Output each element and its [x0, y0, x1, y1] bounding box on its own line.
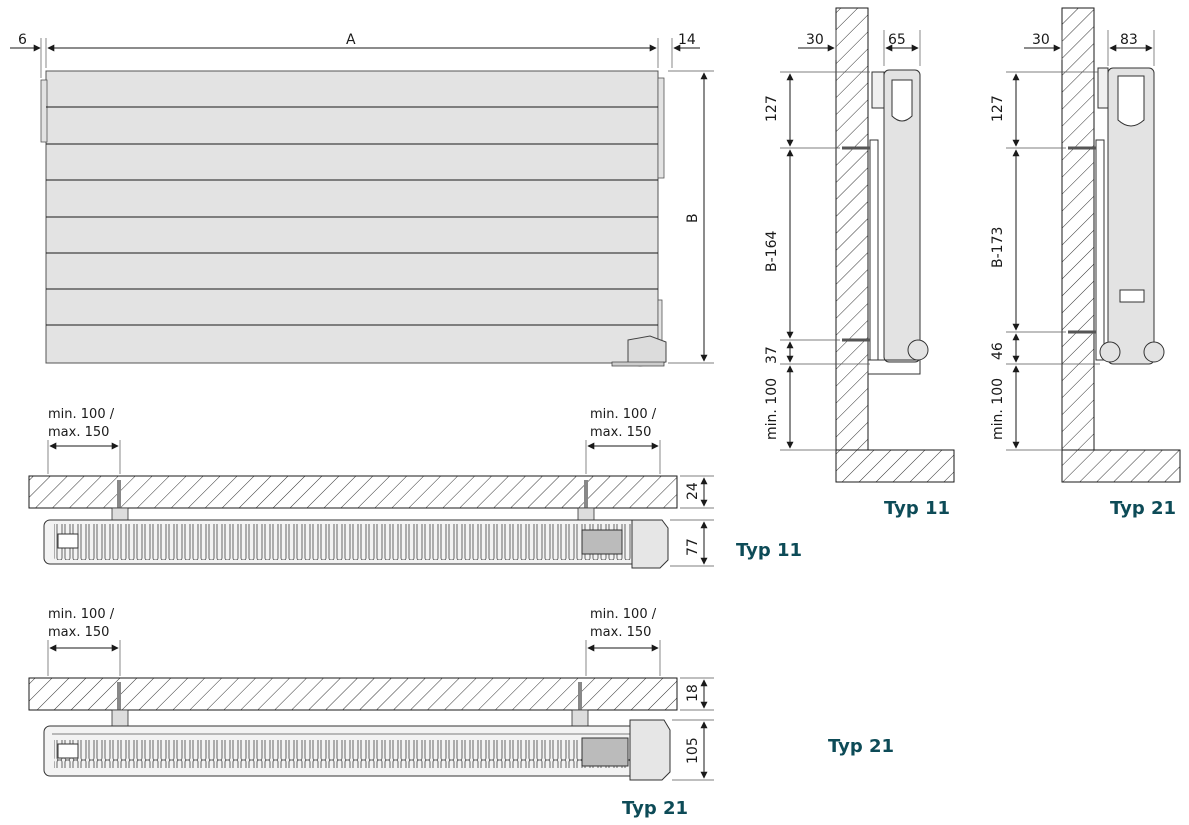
dim-right-offset: 14 — [678, 32, 696, 48]
dim-bottom-offset: 46 — [990, 342, 1006, 360]
dim-bracket-span: B-164 — [764, 231, 780, 272]
dim-wall-thickness: 18 — [685, 684, 701, 702]
wall-section — [28, 475, 678, 509]
side-view-typ21: 30 83 127 B-173 46 min. 100 — [990, 7, 1181, 483]
label-typ21-side: Typ 21 — [1110, 498, 1176, 519]
dim-height-b: B — [685, 213, 701, 223]
dim-radiator-depth: 105 — [685, 737, 701, 764]
left-spacing-note-1: min. 100 / — [48, 407, 115, 422]
radiator-side — [883, 69, 921, 363]
left-spacing-note-1: min. 100 / — [48, 607, 115, 622]
dim-top-offset: 127 — [990, 95, 1006, 122]
left-spacing-note-2: max. 150 — [48, 625, 109, 640]
valve-cover — [627, 335, 667, 367]
dim-depth: 65 — [888, 32, 906, 48]
dim-floor-clearance: min. 100 — [764, 378, 780, 440]
dim-bottom-offset: 37 — [764, 346, 780, 364]
right-spacing-note-1: min. 100 / — [590, 607, 657, 622]
side-view-typ11: 30 65 127 B-164 37 min. 100 — [764, 7, 955, 483]
wall-vertical — [835, 7, 869, 451]
dim-wall: 30 — [806, 32, 824, 48]
right-spacing-note-2: max. 150 — [590, 625, 651, 640]
right-spacing-note-2: max. 150 — [590, 425, 651, 440]
label-typ21-plan: Typ 21 — [622, 798, 688, 819]
wall-section — [28, 677, 678, 711]
dim-top-offset: 127 — [764, 95, 780, 122]
dim-floor-clearance: min. 100 — [990, 378, 1006, 440]
wall-vertical — [1061, 7, 1095, 451]
dim-radiator-depth: 77 — [685, 538, 701, 556]
floor-section — [1061, 449, 1181, 483]
dim-width-a: A — [346, 32, 356, 48]
dim-wall: 30 — [1032, 32, 1050, 48]
left-spacing-note-2: max. 150 — [48, 425, 109, 440]
label-typ11-plan: Typ 11 — [736, 540, 802, 561]
right-spacing-note-1: min. 100 / — [590, 407, 657, 422]
front-view: 6 A 14 B — [10, 32, 714, 367]
plan-view-typ11: min. 100 / max. 150 min. 100 / max. 150 … — [28, 407, 714, 569]
dim-bracket-span: B-173 — [990, 227, 1006, 268]
plan-view-typ21: min. 100 / max. 150 min. 100 / max. 150 … — [28, 607, 714, 781]
label-typ21-extra: Typ 21 — [828, 736, 894, 757]
dim-wall-thickness: 24 — [685, 482, 701, 500]
dim-depth: 83 — [1120, 32, 1138, 48]
dim-left-offset: 6 — [18, 32, 27, 48]
label-typ11-side: Typ 11 — [884, 498, 950, 519]
floor-section — [835, 449, 955, 483]
